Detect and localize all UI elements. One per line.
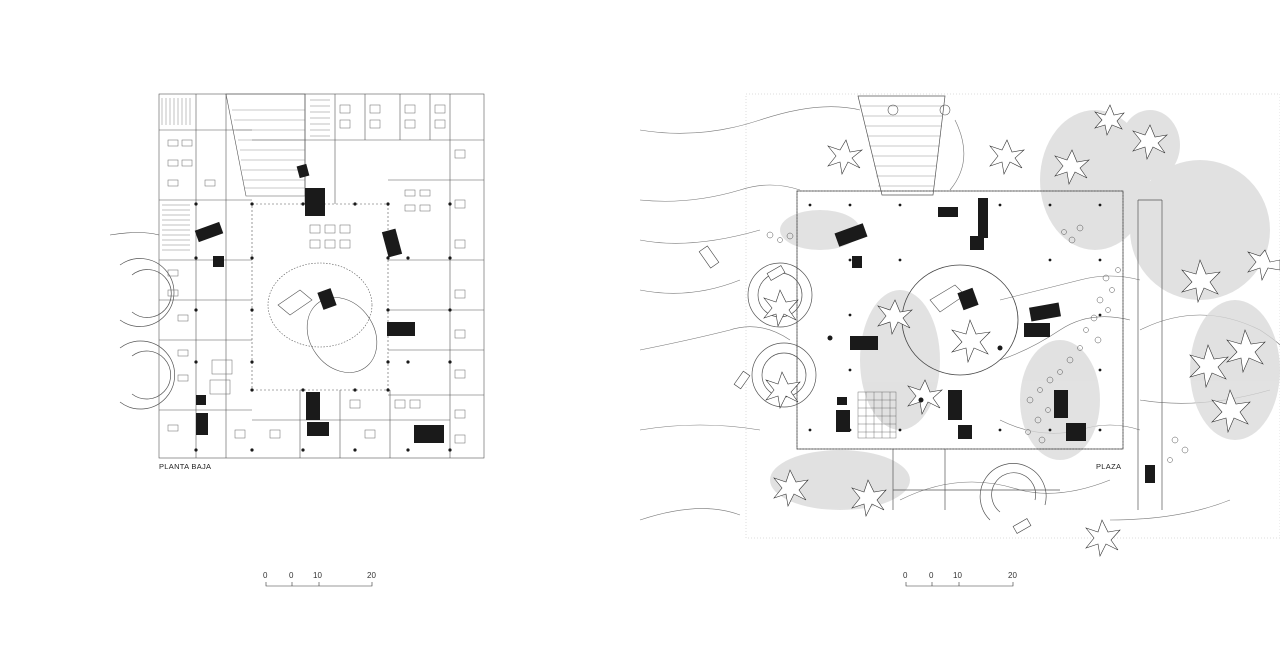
trees (763, 104, 1280, 557)
scale-left-tick-0: 0 (263, 571, 268, 580)
scale-right-tick-10: 10 (953, 571, 962, 580)
seating-grid (857, 391, 897, 439)
structural-columns (194, 202, 452, 452)
scale-left-tick-1: 0 (289, 571, 294, 580)
ground-floor-label: PLANTA BAJA (159, 462, 212, 471)
circular-ramps (119, 258, 176, 410)
plaza-label: PLAZA (1096, 462, 1122, 471)
plaza-service-cores (834, 198, 1155, 483)
shrubs (766, 224, 1189, 463)
atrium-ellipse (267, 262, 373, 348)
skylight-wedge (857, 95, 946, 196)
service-cores (194, 163, 444, 443)
vegetation-areas (770, 110, 1280, 510)
scale-right-tick-20: 20 (1008, 571, 1017, 580)
scale-right-tick-1: 0 (929, 571, 934, 580)
scale-right-tick-0: 0 (903, 571, 908, 580)
scale-left-tick-20: 20 (367, 571, 376, 580)
scale-left-tick-10: 10 (313, 571, 322, 580)
ground-floor-outline (158, 93, 485, 459)
plaza-columns (808, 203, 1102, 432)
vehicles (698, 245, 1032, 534)
site-boundary (745, 93, 1280, 539)
terrain-lines (639, 106, 1280, 521)
